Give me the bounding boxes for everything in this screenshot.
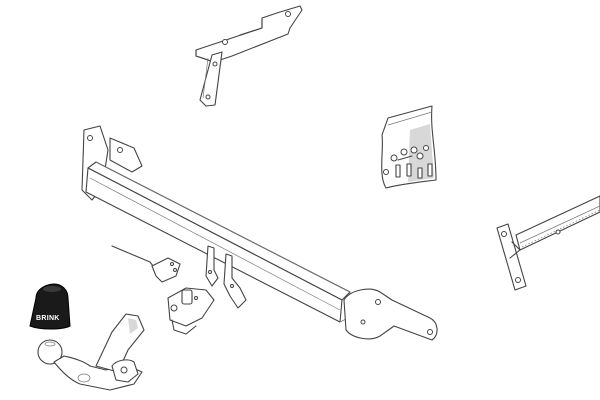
bolts-and-nuts	[383, 145, 433, 179]
tow-ball-cap: BRINK	[29, 283, 71, 330]
upper-mounting-bracket	[195, 5, 303, 107]
wire-spring-clip	[111, 245, 181, 283]
socket-plate-bracket	[167, 287, 215, 335]
cap-brand-label: BRINK	[36, 315, 60, 322]
tow-ball-neck	[37, 313, 145, 391]
side-rail-bracket	[496, 195, 600, 291]
main-crossbar	[81, 125, 438, 341]
hardware-bag	[381, 105, 437, 189]
